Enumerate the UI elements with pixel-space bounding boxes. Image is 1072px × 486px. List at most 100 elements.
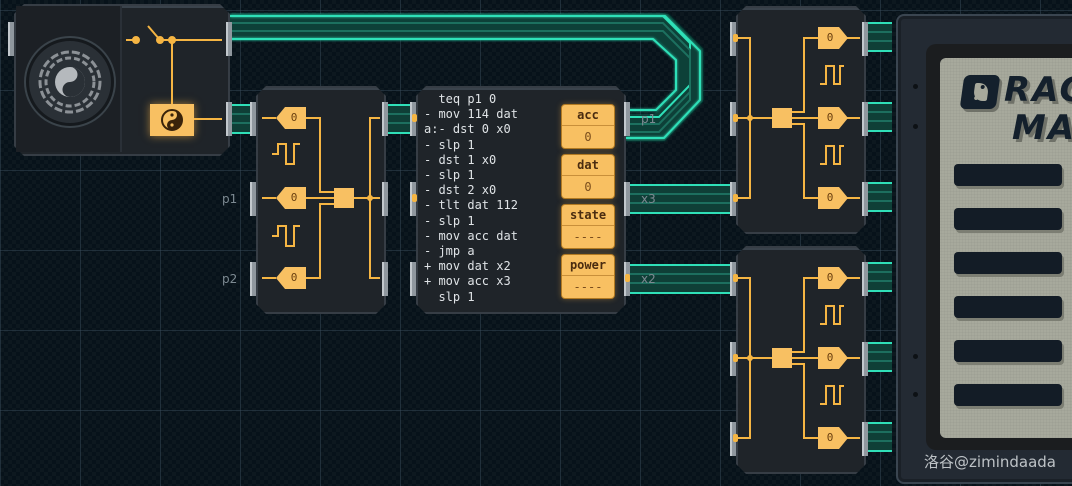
gate-value: 0 [818, 267, 848, 289]
radio-port-right-2[interactable] [226, 102, 232, 136]
oracle-slot [954, 164, 1062, 186]
pulse-icon [820, 145, 844, 165]
register-power: power ---- [561, 254, 615, 299]
right-splitter-bottom-chip-port-out-1[interactable] [862, 262, 868, 296]
register-value: 0 [584, 130, 592, 144]
radio-port-left[interactable] [8, 22, 14, 56]
panel-screw [913, 124, 918, 129]
port-dot [733, 114, 738, 122]
right-splitter-top-chip-circuit [738, 37, 860, 199]
code-line[interactable]: - slp 1 [424, 137, 475, 152]
mc-port-dot [412, 194, 417, 202]
code-line[interactable]: - jmp a [424, 244, 475, 259]
wire-label-p1: p1 [222, 192, 238, 206]
panel-screw [913, 84, 918, 89]
register-label: dat [562, 155, 614, 176]
gate-value: 0 [818, 187, 848, 209]
right-splitter-top-chip-port-out-2[interactable] [862, 102, 868, 136]
oracle-slot [954, 296, 1062, 318]
watermark: 洛谷@zimindaada [924, 453, 1056, 471]
gate-value: 0 [276, 107, 306, 129]
oracle-slot [954, 252, 1062, 274]
port-dot [733, 274, 738, 282]
register-acc: acc 0 [561, 104, 615, 149]
right-splitter-bottom-chip-port-out-2[interactable] [862, 342, 868, 376]
yin-yang-icon [150, 104, 194, 136]
left-splitter-port-in-2[interactable] [250, 182, 256, 216]
code-line[interactable]: - mov 114 dat [424, 107, 518, 122]
register-value: 0 [584, 180, 592, 194]
code-line[interactable]: slp 1 [424, 289, 475, 304]
logo-line-2: MAS [1012, 108, 1072, 148]
oracle-display: RAC MAS [940, 58, 1072, 438]
radio-port-right-1[interactable] [226, 22, 232, 56]
left-splitter-port-in-1[interactable] [250, 102, 256, 136]
left-splitter-circuit [262, 117, 380, 279]
register-dat: dat 0 [561, 154, 615, 199]
mc-port-dot [625, 274, 630, 282]
port-dot [733, 354, 738, 362]
port-dot [733, 34, 738, 42]
wire-label-p2: p2 [222, 272, 238, 286]
radio-circuit [126, 25, 222, 120]
bagua-yin-yang-icon [26, 38, 114, 126]
left-splitter-port-out-2[interactable] [382, 182, 388, 216]
code-line[interactable]: + mov dat x2 [424, 259, 511, 274]
mc-port-left-3[interactable] [410, 262, 416, 296]
register-value: ---- [573, 280, 603, 294]
gate-value: 0 [276, 267, 306, 289]
code-line[interactable]: teq p1 0 [424, 92, 497, 106]
oracle-slot [954, 384, 1062, 406]
code-line[interactable]: - mov acc dat [424, 228, 518, 243]
port-dot [733, 434, 738, 442]
register-label: state [562, 205, 614, 226]
gate-value: 0 [276, 187, 306, 209]
yin-yang-square-icon [959, 75, 1001, 109]
code-line[interactable]: - slp 1 [424, 168, 475, 183]
mc-port-dot [412, 114, 417, 122]
code-line[interactable]: - tlt dat 112 [424, 198, 518, 213]
mc-port-x3[interactable] [624, 182, 630, 216]
wire-label-x2: x2 [641, 272, 656, 286]
right-splitter-bottom-chip-port-out-3[interactable] [862, 422, 868, 456]
gate-value: 0 [818, 107, 848, 129]
gate-value: 0 [818, 347, 848, 369]
code-line[interactable]: + mov acc x3 [424, 274, 511, 289]
wire-bus-mc-x2 [630, 264, 734, 294]
panel-screw [913, 392, 918, 397]
panel-screw [913, 354, 918, 359]
register-label: acc [562, 105, 614, 126]
code-line[interactable]: - dst 2 x0 [424, 183, 497, 198]
oracle-slot [954, 208, 1062, 230]
left-splitter-port-out-3[interactable] [382, 262, 388, 296]
left-splitter-port-in-3[interactable] [250, 262, 256, 296]
pulse-icon [820, 65, 844, 85]
wire-bus-mc-x3 [630, 184, 734, 214]
right-splitter-top-chip-port-out-3[interactable] [862, 182, 868, 216]
register-label: power [562, 255, 614, 276]
code-line[interactable]: a:- dst 0 x0 [424, 122, 511, 137]
logo-line-1: RAC [1004, 70, 1072, 110]
port-dot [733, 194, 738, 202]
gate-value: 0 [818, 427, 848, 449]
wire-bus-top-outline [230, 15, 701, 139]
gate-value: 0 [818, 27, 848, 49]
wire-bus-splitter-to-mc [388, 104, 414, 134]
pulse-icon [272, 225, 300, 247]
pulse-icon [820, 385, 844, 405]
code-line[interactable]: - slp 1 [424, 213, 475, 228]
right-splitter-top-chip-port-out-1[interactable] [862, 22, 868, 56]
wire-label-mc-p1: p1 [641, 112, 657, 126]
left-splitter-port-out-1[interactable] [382, 102, 388, 136]
right-splitter-bottom-chip-circuit [738, 277, 860, 439]
mc-port-p1[interactable] [624, 102, 630, 136]
wire-bus-to-panel [868, 22, 892, 452]
wire-label-x3: x3 [641, 192, 656, 206]
pulse-icon [272, 143, 300, 165]
oracle-slot [954, 340, 1062, 362]
register-value: ---- [573, 230, 603, 244]
register-state: state ---- [561, 204, 615, 249]
code-line[interactable]: - dst 1 x0 [424, 152, 497, 167]
